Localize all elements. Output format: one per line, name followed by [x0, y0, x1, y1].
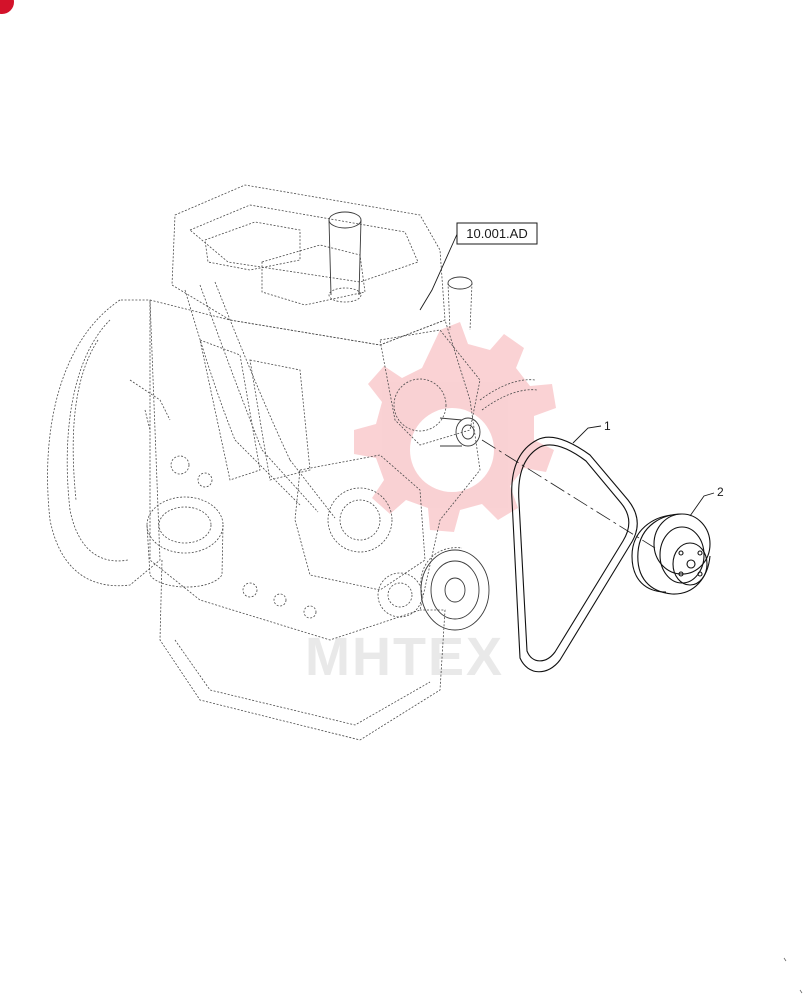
watermark-logo: [354, 322, 556, 532]
pulley-part: [631, 513, 711, 595]
reference-label: 10.001.AD: [419, 222, 538, 311]
callout-1: 1: [572, 419, 611, 444]
callout-2-label: 2: [717, 485, 724, 499]
watermark-gear-icon: [354, 322, 556, 532]
watermark-text: MHTEX: [305, 627, 504, 687]
callout-1-label: 1: [604, 419, 611, 433]
assembly-centerline: [481, 439, 656, 549]
callout-2: 2: [689, 485, 724, 517]
engine-assembly: [47, 184, 538, 741]
reference-label-text: 10.001.AD: [466, 226, 527, 241]
belt-part: [511, 436, 638, 673]
scan-mark: [783, 957, 803, 994]
